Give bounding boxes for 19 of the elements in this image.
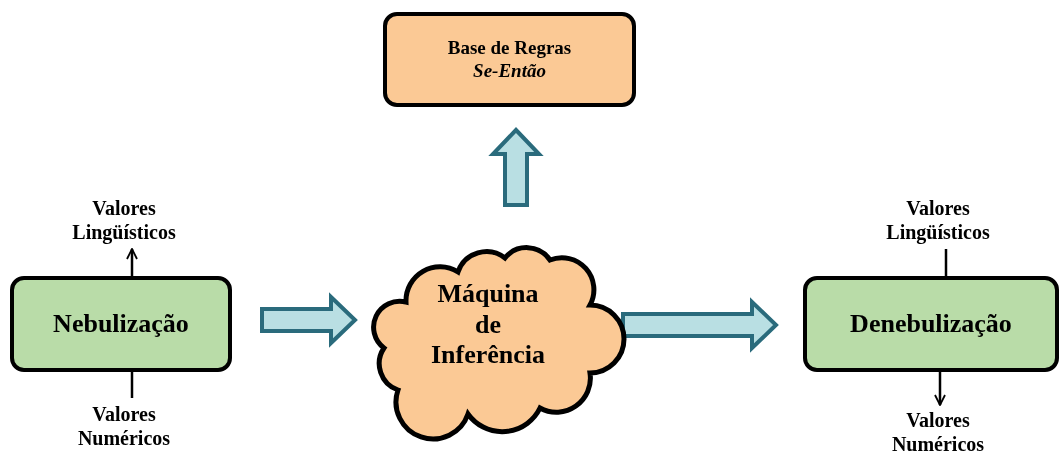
label-text: Valores Lingüísticos [71,197,177,245]
connector-line [944,249,948,276]
process-box [803,276,1059,372]
box-subtitle: Se-Então [473,59,546,82]
label-text: Valores Lingüísticos [885,197,991,245]
process-box [10,276,232,372]
arrow [126,248,138,276]
block-arrow [488,127,544,207]
node-label: Denebulização [850,308,1012,340]
node-label: Máquina de Inferência [429,279,547,371]
block-arrow [260,292,358,348]
label-text: Valores Numéricos [76,403,172,451]
connector-line [130,372,134,398]
node-label: Nebulização [53,308,189,340]
label-text: Valores Numéricos [890,409,986,457]
rule-base-box [383,12,636,107]
arrow [934,372,946,406]
block-arrow [621,297,779,353]
box-title: Base de Regras [447,37,572,60]
